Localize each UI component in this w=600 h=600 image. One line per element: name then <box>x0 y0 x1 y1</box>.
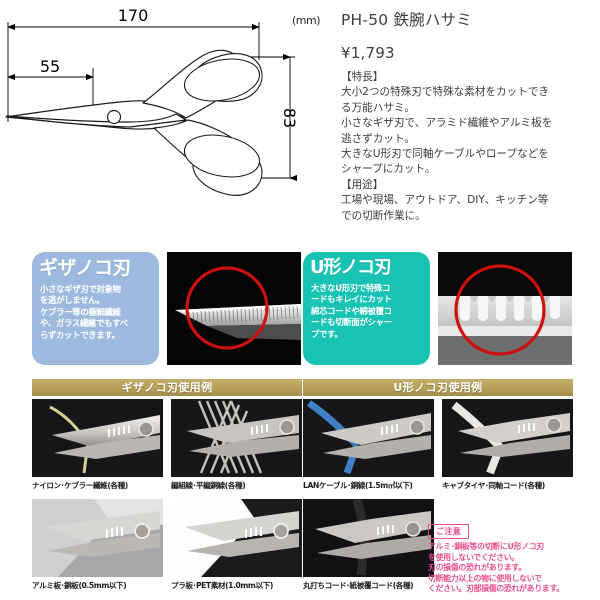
usage-photo-nylon-kevlar <box>32 399 163 477</box>
blade-card-body-line: らずカットできます。 <box>40 329 120 340</box>
product-title: PH-50 鉄腕ハサミ <box>341 11 472 29</box>
usage-photo-alumi-plate <box>32 499 163 577</box>
usage-photo-cabtyre-coax <box>442 399 573 477</box>
features-heading: 【特長】 <box>341 71 384 83</box>
product-price: ¥1,793 <box>341 44 395 62</box>
usage-photo-grid: ナイロン･ケブラー繊維(各種) <box>0 399 600 600</box>
features-line: 小さなギザ刃で、アラミド繊維やアルミ板を <box>341 117 553 130</box>
dim-height: 83 <box>280 108 299 128</box>
usage-photo-cell: アルミ板･銅板(0.5mm以下) <box>32 499 163 591</box>
blade-card-body: 大きなU形刃で特殊コ ードもキレイにカット 綿芯コードや綿被覆コ ードも切断面が… <box>303 277 430 340</box>
usage-photo-cell: キャブタイヤ･同軸コード(各種) <box>442 399 573 491</box>
usage-photo-caption: ナイロン･ケブラー繊維(各種) <box>32 481 128 490</box>
blade-card-body-line: や、ガラス繊維でもすべ <box>40 318 128 329</box>
blade-card-body-line: を逃がしません。 <box>40 295 105 306</box>
technical-drawing: 170 55 83 <box>0 0 330 240</box>
macro-photo-giza-blade <box>167 252 301 365</box>
usage-photo-caption: 編組線･平編銅線(各種) <box>171 481 246 490</box>
caution-line: 刃の損傷の恐れがあります。 <box>428 563 526 573</box>
blade-card-giza: ギザノコ刃 小さなギザ刃で対象物 を逃がしません。 ケブラー等の極細繊維 や、ガ… <box>32 252 159 365</box>
section-header-u-shape: U形ノコ刃使用例 <box>303 379 573 396</box>
caution-tag: ご注意 <box>428 524 470 539</box>
uses-heading: 【用途】 <box>341 178 384 191</box>
feature-column-u-shape: U形ノコ刃 大きなU形刃で特殊コ ードもキレイにカット 綿芯コードや綿被覆コ ー… <box>303 248 573 374</box>
feature-column-giza: ギザノコ刃 小さなギザ刃で対象物 を逃がしません。 ケブラー等の極細繊維 や、ガ… <box>32 248 302 374</box>
product-info: PH-50 鉄腕ハサミ ¥1,793 【特長】 大小2つの特殊刃で特殊な素材をカ… <box>341 8 600 224</box>
product-description: 【特長】 大小2つの特殊刃で特殊な素材をカットでき る万能ハサミ。 小さなギザ刃… <box>341 70 600 224</box>
usage-photo-cell: プラ板･PET素材(1.0mm以下) <box>171 499 302 591</box>
usage-photo-cell: 編組線･平編銅線(各種) <box>171 399 302 491</box>
blade-card-body-line: ードも切断面がシャー <box>311 317 392 328</box>
uses-line: での切断作業に。 <box>341 209 426 222</box>
caution-line: ください。刃部損傷の恐れがあります。 <box>428 584 564 594</box>
usage-photo-cell: 丸打ちコード･紙被覆コード(各種) <box>303 499 434 591</box>
usage-photo-lan-cable <box>303 399 434 477</box>
usage-photo-round-cord <box>303 499 434 577</box>
blade-card-body-line: ケブラー等の極細繊維 <box>40 306 121 317</box>
usage-photo-plastic-pet <box>171 499 302 577</box>
blade-card-title: U形ノコ刃 <box>310 257 392 278</box>
uses-line: 工場や現場、アウトドア、DIY、キッチン等 <box>341 194 549 207</box>
blade-card-body-line: 綿芯コードや綿被覆コ <box>311 305 392 316</box>
usage-photo-caption: LANケーブル･銅線(1.5m㎡以下) <box>303 481 413 490</box>
blade-card-body-line: 大きなU形刃で特殊コ <box>311 283 391 293</box>
caution-line: アルミ･銅板等の切断にU形ノコ刃 <box>428 542 544 551</box>
dim-blade-length: 55 <box>40 57 60 76</box>
usage-photo-braided-wire <box>171 399 302 477</box>
caution-line: を使用しないでください。 <box>428 552 519 562</box>
blade-card-title: ギザノコ刃 <box>39 257 131 279</box>
blade-card-body-line: 小さなギザ刃で対象物 <box>40 284 121 294</box>
usage-photo-cell: LANケーブル･銅線(1.5m㎡以下) <box>303 399 434 491</box>
section-header-giza: ギザノコ刃使用例 <box>32 379 302 396</box>
features-line: 大きなU形刃で同軸ケーブルやロープなどを <box>341 148 549 161</box>
caution-body: アルミ･銅板等の切断にU形ノコ刃 を使用しないでください。 刃の損傷の恐れがあり… <box>428 542 596 595</box>
features-line: 大小2つの特殊刃で特殊な素材をカットでき <box>341 86 550 99</box>
usage-photo-caption: アルミ板･銅板(0.5mm以下) <box>32 581 127 590</box>
features-line: る万能ハサミ。 <box>341 101 416 114</box>
usage-photo-caption: キャブタイヤ･同軸コード(各種) <box>442 481 545 490</box>
features-line: シャープにカット。 <box>341 163 436 176</box>
blade-card-body: 小さなギザ刃で対象物 を逃がしません。 ケブラー等の極細繊維 や、ガラス繊維でも… <box>32 278 159 341</box>
caution-box: ご注意 アルミ･銅板等の切断にU形ノコ刃 を使用しないでください。 刃の損傷の恐… <box>428 519 596 595</box>
caution-line: 切断能力以上の物に使用しないで <box>428 573 542 583</box>
features-line: 逃さずカット。 <box>341 132 415 145</box>
blade-card-body-line: ードもキレイにカット <box>311 294 392 305</box>
blade-card-body-line: プです。 <box>311 328 343 339</box>
blade-card-u-shape: U形ノコ刃 大きなU形刃で特殊コ ードもキレイにカット 綿芯コードや綿被覆コ ー… <box>303 252 430 365</box>
usage-photo-caption: 丸打ちコード･紙被覆コード(各種) <box>303 581 414 590</box>
unit-label: (mm) <box>292 14 321 27</box>
usage-photo-cell: ナイロン･ケブラー繊維(各種) <box>32 399 163 491</box>
dim-total-length: 170 <box>118 6 149 25</box>
macro-photo-u-shape-blade <box>438 252 572 365</box>
usage-photo-caption: プラ板･PET素材(1.0mm以下) <box>171 581 273 590</box>
feature-band: ギザノコ刃 小さなギザ刃で対象物 を逃がしません。 ケブラー等の極細繊維 や、ガ… <box>0 248 600 378</box>
